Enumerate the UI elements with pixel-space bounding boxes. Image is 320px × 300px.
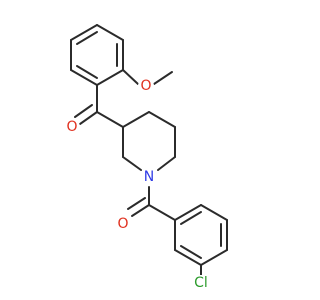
bond (79, 111, 98, 125)
molecule-structure-diagram: O O N O Cl (64, 24, 228, 291)
bond (96, 69, 124, 86)
bond (153, 71, 173, 85)
atom-background (64, 119, 80, 135)
bond (70, 69, 98, 86)
bond (200, 204, 228, 221)
carbonyl-oxygen-lower-atom: O (115, 216, 131, 232)
bond (200, 249, 228, 266)
bond (96, 111, 124, 128)
bond (70, 24, 98, 41)
piperidine-nitrogen-atom: N (141, 169, 157, 185)
bond (122, 111, 150, 128)
bond (180, 211, 202, 225)
bond (148, 111, 176, 128)
carbonyl-oxygen-upper-label: O (66, 119, 77, 135)
methoxy-oxygen-label: O (140, 78, 151, 94)
bond (157, 156, 176, 171)
bond (122, 69, 139, 85)
chlorine-label: Cl (194, 275, 208, 291)
bond (127, 197, 146, 210)
bond (76, 65, 98, 79)
carbonyl-oxygen-upper-atom: O (64, 119, 80, 135)
atom-background (141, 169, 157, 185)
bond-lines (70, 24, 228, 276)
atom-background (115, 216, 131, 232)
bond (180, 245, 202, 259)
bond (148, 204, 176, 221)
atom-labels: O O N O Cl (64, 78, 213, 291)
carbonyl-oxygen-lower-label: O (117, 216, 128, 232)
bond (96, 24, 124, 41)
bond (122, 156, 142, 171)
bond (74, 104, 93, 118)
methoxy-oxygen-atom: O (138, 78, 154, 94)
bond (174, 204, 202, 221)
piperidine-nitrogen-label: N (144, 169, 154, 185)
bond (174, 249, 202, 266)
chlorine-atom: Cl (189, 275, 213, 291)
bond (76, 31, 98, 45)
atom-background (189, 275, 213, 291)
atom-background (138, 78, 154, 94)
bond (131, 204, 150, 217)
